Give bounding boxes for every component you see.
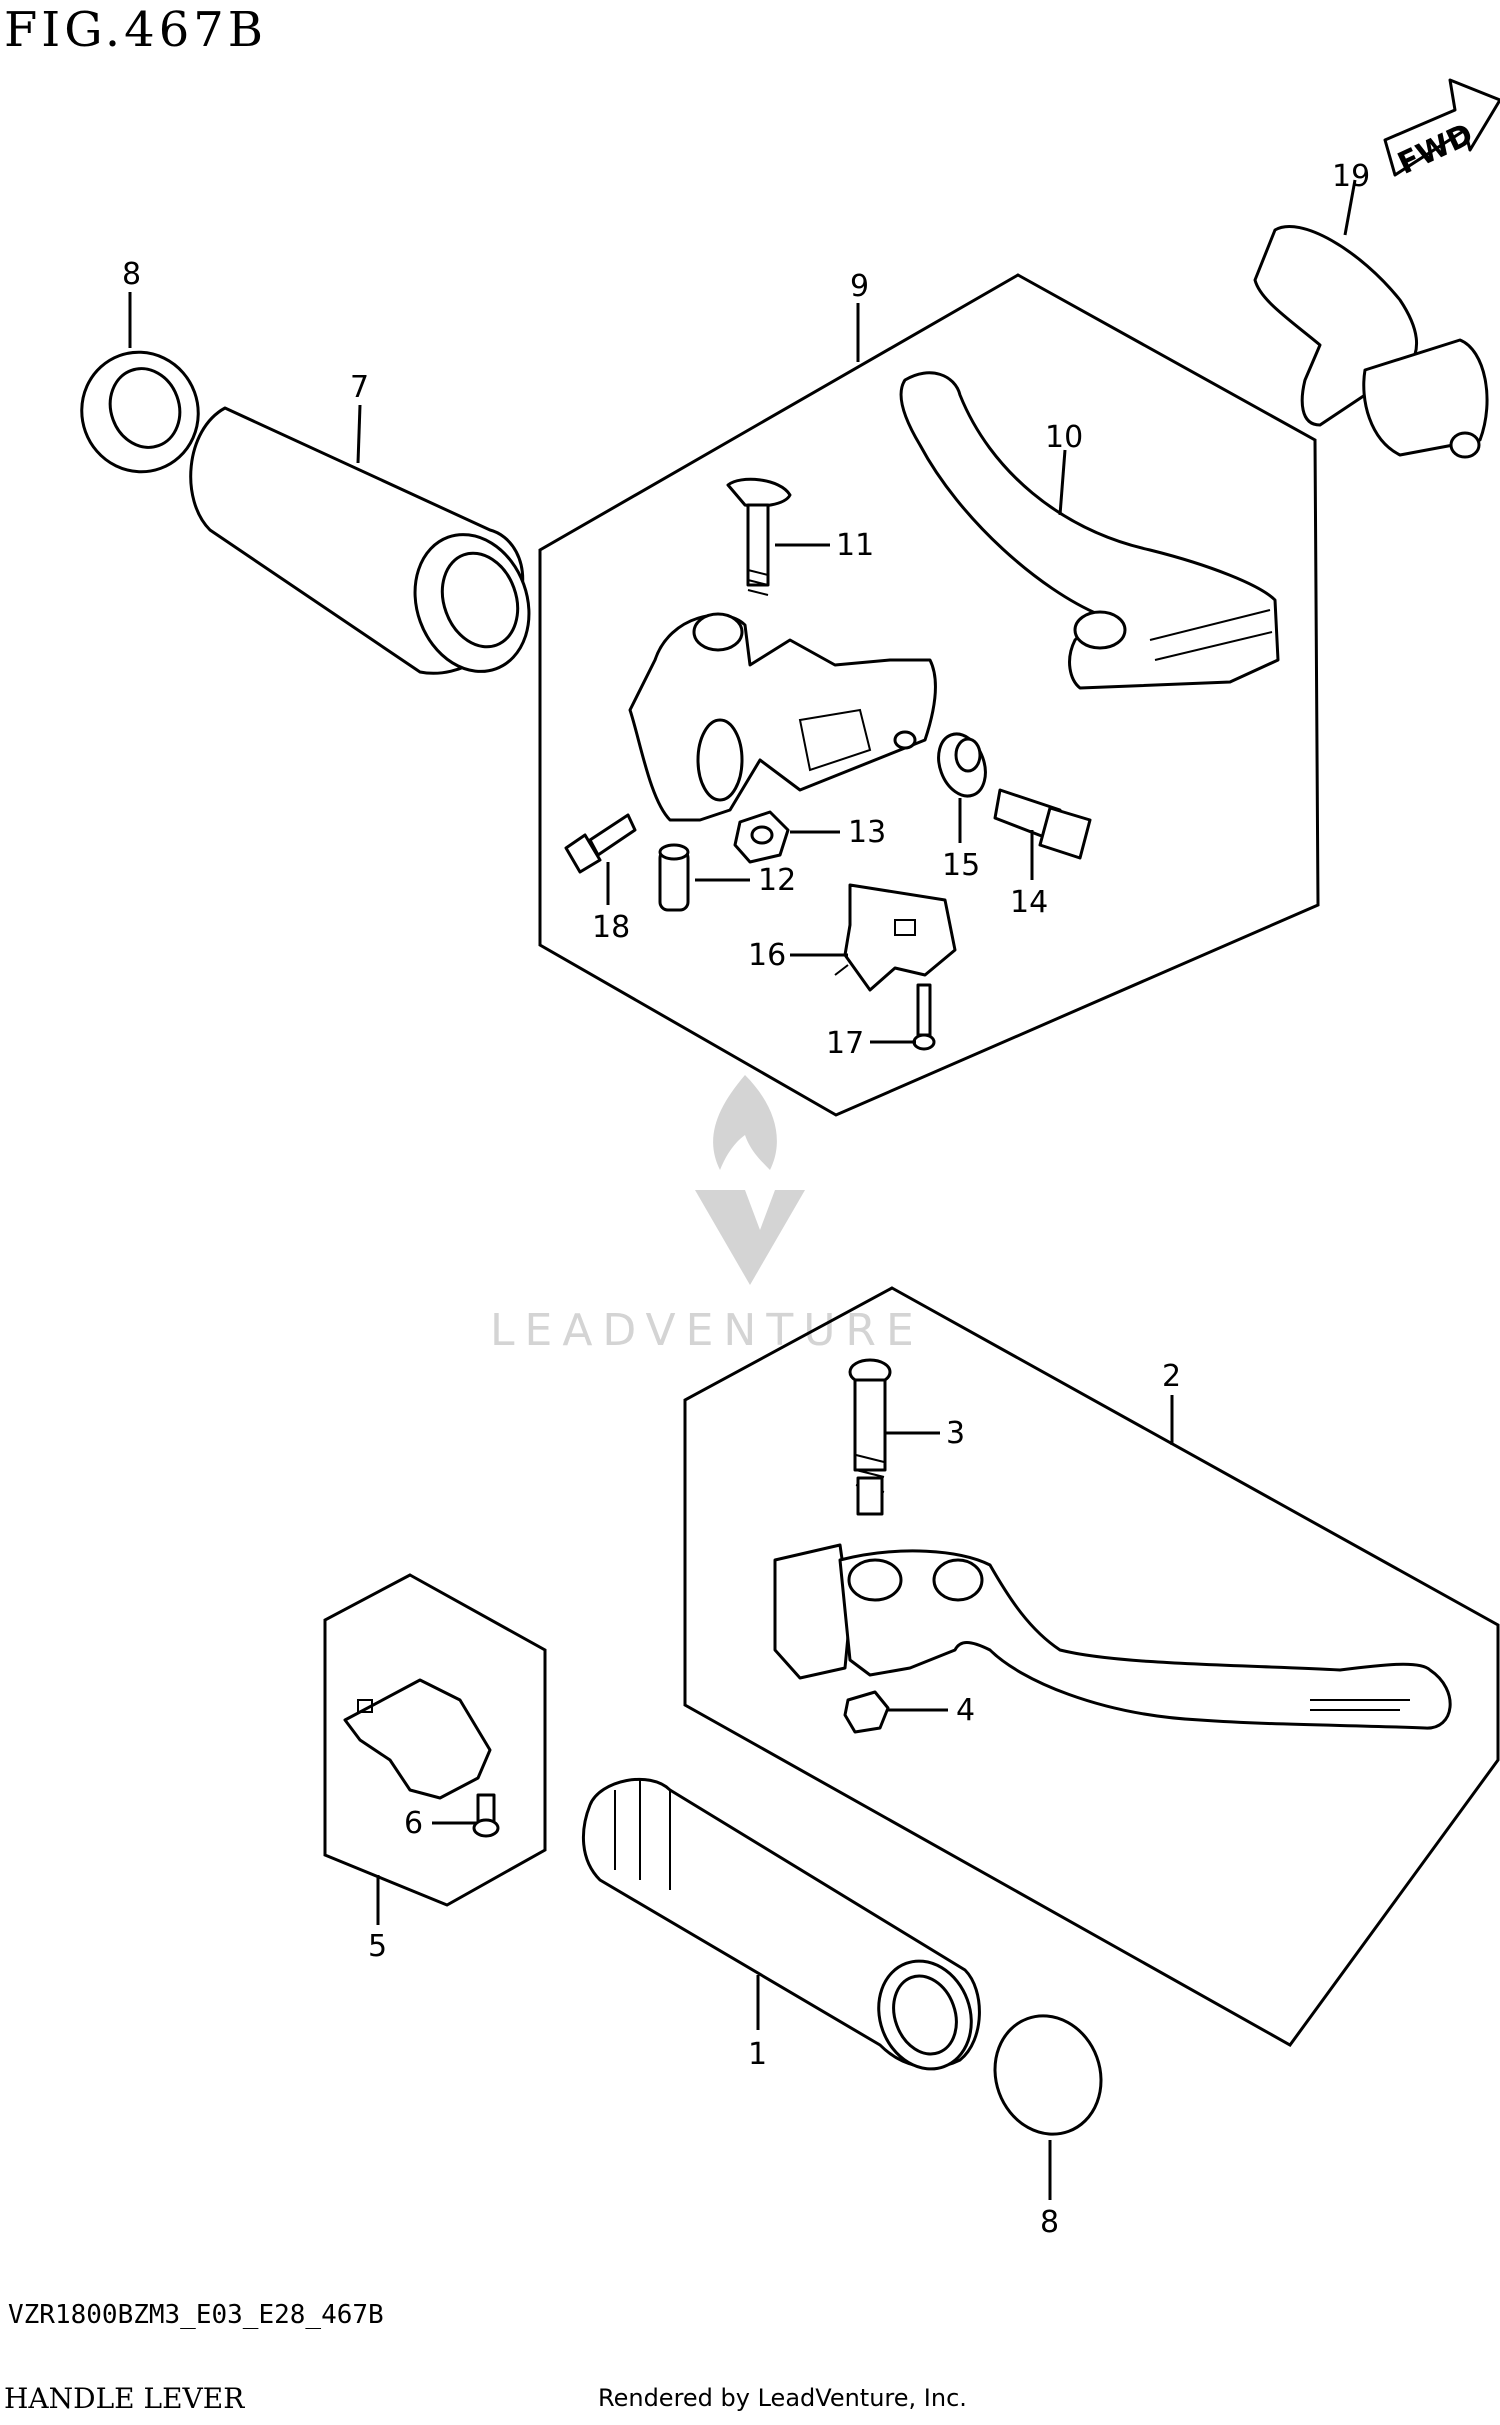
part-1-throttle-grip bbox=[581, 1777, 981, 2071]
assembly-9-outline bbox=[538, 273, 1320, 1117]
callout-12: 12 bbox=[758, 863, 796, 898]
callout-19: 19 bbox=[1332, 159, 1370, 194]
callout-18: 18 bbox=[592, 910, 630, 945]
callout-10: 10 bbox=[1045, 420, 1083, 455]
callout-13: 13 bbox=[848, 815, 886, 850]
leadventure-watermark: LEADVENTURE bbox=[490, 1075, 924, 1356]
flame-logo-icon bbox=[713, 1075, 777, 1170]
callout-1: 1 bbox=[748, 2037, 767, 2072]
callout-labels: 8 7 9 10 11 12 13 14 15 18 16 17 19 2 3 … bbox=[122, 159, 1370, 2240]
part-9-bracket bbox=[628, 612, 937, 822]
callout-17: 17 bbox=[826, 1026, 864, 1061]
callout-15: 15 bbox=[942, 848, 980, 883]
part-5-switch bbox=[343, 1678, 492, 1800]
leader-lines bbox=[128, 179, 1357, 2200]
part-14-adjust-bolt bbox=[993, 788, 1092, 860]
assembly-2-outline bbox=[683, 1286, 1500, 2047]
part-13-nut bbox=[733, 810, 790, 864]
assembly-5-outline bbox=[323, 1573, 547, 1907]
callout-6: 6 bbox=[404, 1806, 423, 1841]
part-8-ring-top bbox=[80, 350, 200, 474]
callout-2: 2 bbox=[1162, 1359, 1181, 1394]
part-12-collar bbox=[658, 843, 690, 912]
callout-8-bottom: 8 bbox=[1040, 2205, 1059, 2240]
part-6-screw bbox=[472, 1793, 500, 1838]
callout-9: 9 bbox=[850, 269, 869, 304]
part-15-adjuster bbox=[937, 732, 987, 798]
callout-11: 11 bbox=[836, 528, 874, 563]
callout-16: 16 bbox=[748, 938, 786, 973]
part-19-lever-guard bbox=[1253, 225, 1489, 459]
part-10-clutch-lever bbox=[899, 371, 1280, 690]
part-3-pin bbox=[848, 1358, 892, 1516]
callout-7: 7 bbox=[350, 370, 369, 405]
callout-4: 4 bbox=[956, 1693, 975, 1728]
part-7-grip bbox=[189, 406, 531, 675]
part-18-bolt bbox=[564, 813, 637, 874]
callout-3: 3 bbox=[946, 1416, 965, 1451]
figure-title: FIG.467B bbox=[4, 2, 268, 58]
callout-8-top: 8 bbox=[122, 257, 141, 292]
v-logo-icon bbox=[695, 1190, 805, 1285]
part-2-brake-lever bbox=[773, 1543, 1452, 1730]
part-8-cap-bottom bbox=[993, 2014, 1103, 2136]
callout-14: 14 bbox=[1010, 885, 1048, 920]
figure-name: HANDLE LEVER bbox=[4, 2382, 245, 2415]
watermark-text: LEADVENTURE bbox=[490, 1305, 924, 1356]
rendered-by: Rendered by LeadVenture, Inc. bbox=[598, 2384, 967, 2412]
figure-code: VZR1800BZM3_E03_E28_467B bbox=[8, 2300, 384, 2330]
part-4-nut bbox=[843, 1690, 890, 1734]
part-11-pivot-bolt bbox=[726, 477, 792, 596]
callout-5: 5 bbox=[368, 1929, 387, 1964]
fwd-arrow-icon: FWD bbox=[1383, 78, 1500, 182]
part-17-screw bbox=[912, 983, 936, 1051]
part-16-switch bbox=[834, 883, 957, 992]
